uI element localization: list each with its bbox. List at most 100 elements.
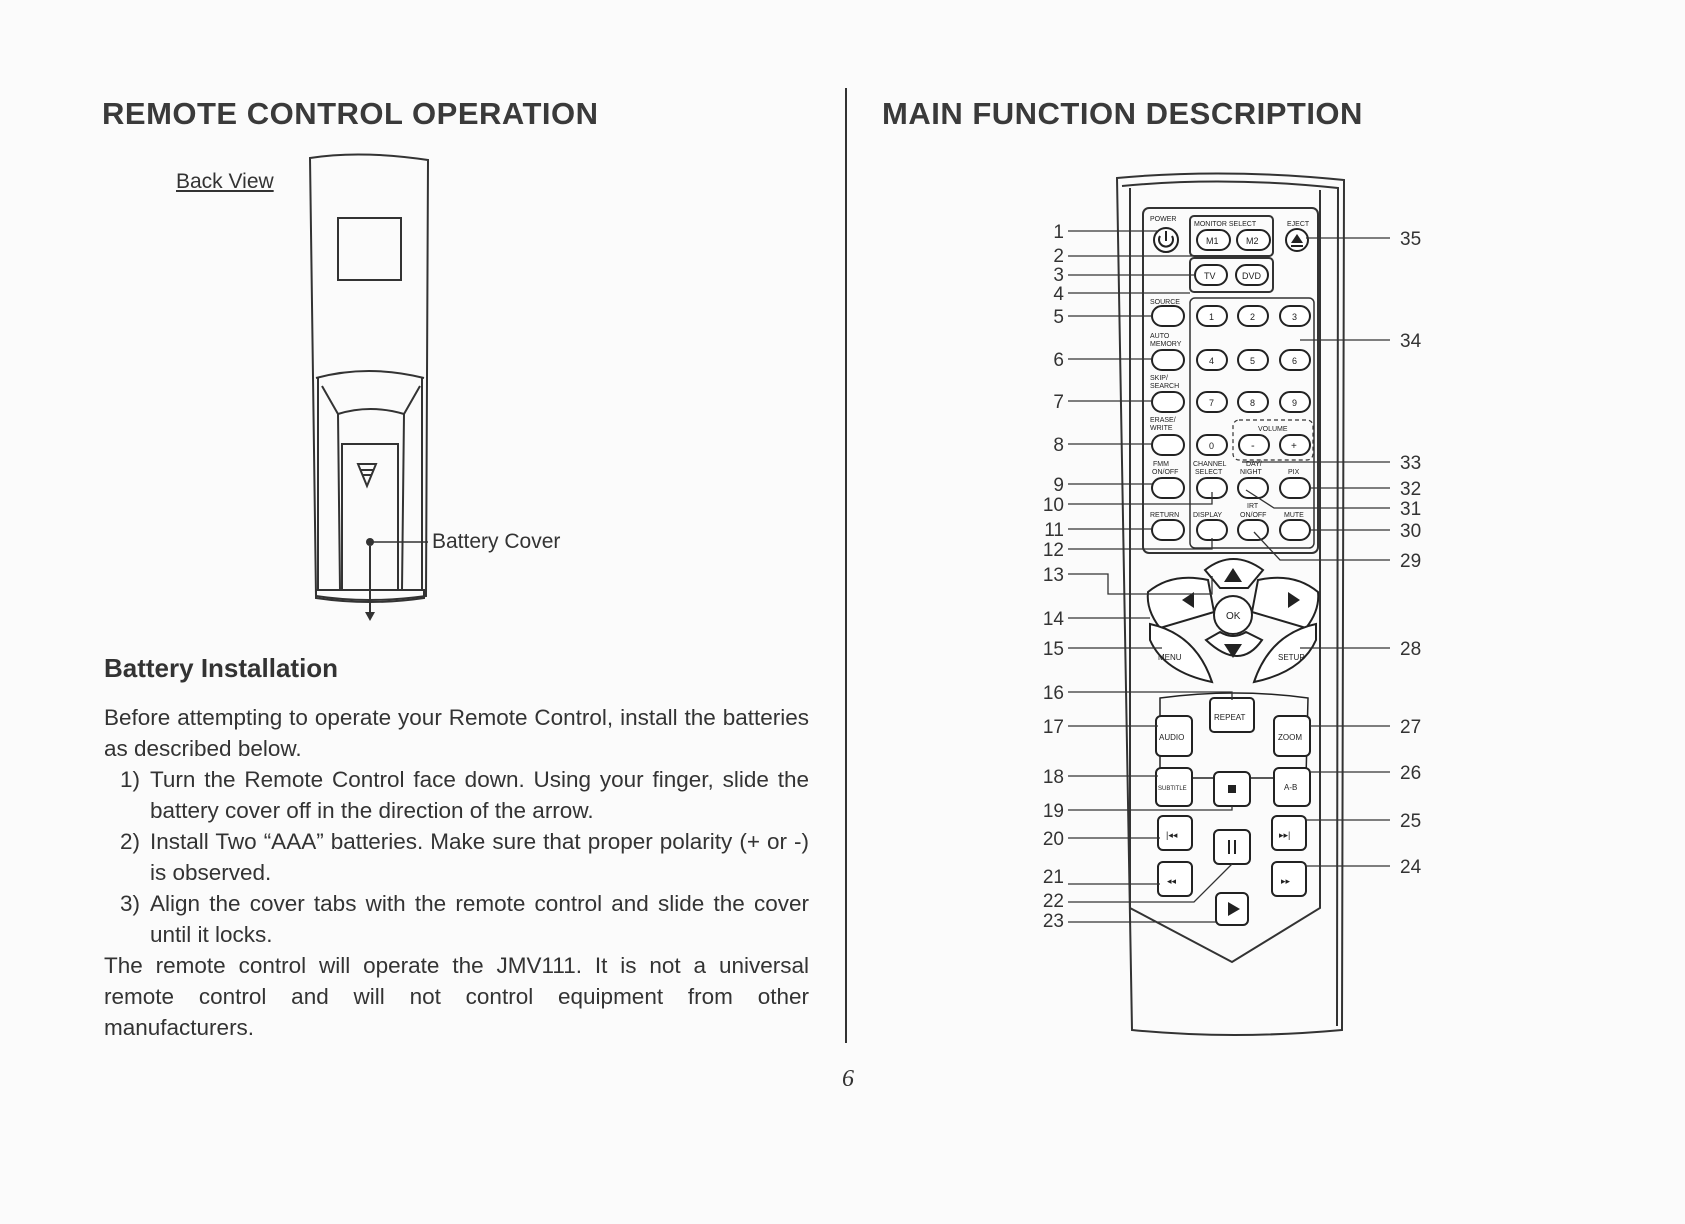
callout-32: 32	[1400, 479, 1421, 500]
audio-button[interactable]	[1155, 715, 1193, 757]
menu-button[interactable]	[1149, 622, 1214, 684]
ab-label: A-B	[1284, 783, 1297, 792]
fmm-button[interactable]	[1151, 477, 1185, 499]
zoom-button[interactable]	[1273, 715, 1311, 757]
ab-button[interactable]	[1273, 767, 1311, 807]
keypad: SOURCE AUTO MEMORY SKIP/ SEARCH ERASE/ W…	[1150, 297, 1315, 549]
callout-24: 24	[1400, 857, 1422, 878]
day-night-button[interactable]	[1237, 477, 1269, 499]
volume-up-button[interactable]	[1279, 434, 1311, 456]
battery-instructions: Before attempting to operate your Remote…	[104, 702, 809, 1043]
num-4-button[interactable]	[1196, 349, 1228, 371]
callout-28: 28	[1400, 639, 1421, 660]
callout-30: 30	[1400, 521, 1421, 542]
left-page-title: REMOTE CONTROL OPERATION	[102, 96, 599, 131]
volume-down-button[interactable]	[1238, 434, 1270, 456]
day-night-label-2: NIGHT	[1240, 469, 1263, 476]
remote-body	[1115, 172, 1346, 1036]
steps-list: 1)Turn the Remote Control face down. Usi…	[104, 764, 809, 950]
right-page-title: MAIN FUNCTION DESCRIPTION	[882, 96, 1363, 131]
num-0-button[interactable]	[1196, 434, 1228, 456]
num-2-button[interactable]	[1237, 305, 1269, 327]
callout-23: 23	[1043, 911, 1064, 932]
prev-icon: |◂◂	[1166, 830, 1178, 840]
num-8-button[interactable]	[1237, 391, 1269, 413]
zoom-label: ZOOM	[1278, 733, 1302, 742]
ok-button[interactable]	[1213, 595, 1253, 635]
step-number: 1)	[120, 767, 141, 792]
num-6-button[interactable]	[1279, 349, 1311, 371]
callout-8: 8	[1053, 435, 1064, 456]
source-button[interactable]	[1151, 305, 1185, 327]
left-button[interactable]	[1146, 576, 1216, 630]
channel-label-2: SELECT	[1195, 469, 1223, 476]
menu-label: MENU	[1158, 653, 1182, 662]
irt-onoff-button[interactable]	[1237, 519, 1269, 541]
callout-18: 18	[1043, 767, 1064, 788]
callout-19: 19	[1043, 801, 1064, 822]
top-buttons: POWER MONITOR SELECT M1 M2 EJECT TV DVD	[1150, 216, 1310, 286]
eject-label: EJECT	[1287, 221, 1310, 228]
fast-forward-button[interactable]	[1271, 861, 1307, 897]
display-button[interactable]	[1196, 519, 1228, 541]
navigation-cluster: OK MENU SETUP	[1146, 558, 1320, 684]
subtitle-button[interactable]	[1155, 767, 1193, 807]
auto-memory-label-2: MEMORY	[1150, 341, 1182, 348]
step-number: 2)	[120, 829, 141, 854]
num-3-button[interactable]	[1279, 305, 1311, 327]
erase-write-button[interactable]	[1151, 434, 1185, 456]
setup-button[interactable]	[1252, 622, 1317, 684]
callout-10: 10	[1043, 495, 1064, 516]
callout-leader-lines	[1068, 230, 1233, 923]
auto-memory-button[interactable]	[1151, 349, 1185, 371]
callout-17: 17	[1043, 717, 1064, 738]
callout-16: 16	[1043, 683, 1064, 704]
play-icon	[1228, 902, 1240, 916]
next-icon: ▸▸|	[1279, 830, 1290, 840]
mute-button[interactable]	[1279, 519, 1311, 541]
callout-leader-lines-right	[1242, 237, 1390, 867]
callout-9: 9	[1053, 475, 1064, 496]
num-3-label: 3	[1292, 312, 1297, 322]
callout-11: 11	[1044, 520, 1064, 541]
callout-6: 6	[1053, 350, 1064, 371]
callout-22: 22	[1043, 891, 1064, 912]
closing-text: The remote control will operate the JMV1…	[104, 953, 809, 1040]
prev-button[interactable]	[1157, 815, 1193, 851]
dvd-button[interactable]	[1235, 264, 1269, 286]
num-4-label: 4	[1209, 356, 1214, 366]
eject-icon[interactable]	[1285, 228, 1309, 252]
callout-7: 7	[1053, 392, 1064, 413]
num-9-label: 9	[1292, 398, 1297, 408]
erase-write-label-2: WRITE	[1150, 425, 1173, 432]
callout-5: 5	[1053, 307, 1064, 328]
right-button[interactable]	[1250, 576, 1320, 630]
down-button[interactable]	[1204, 630, 1264, 657]
callout-13: 13	[1043, 565, 1064, 586]
m2-button[interactable]	[1236, 229, 1271, 251]
rewind-button[interactable]	[1157, 861, 1193, 897]
step-item: 1)Turn the Remote Control face down. Usi…	[104, 764, 809, 826]
num-7-button[interactable]	[1196, 391, 1228, 413]
fmm-label-2: ON/OFF	[1152, 469, 1178, 476]
page-number: 6	[842, 1066, 854, 1092]
audio-label: AUDIO	[1159, 733, 1184, 742]
pause-button[interactable]	[1213, 829, 1251, 865]
fast-forward-icon: ▸▸	[1281, 876, 1291, 886]
return-label: RETURN	[1150, 512, 1179, 519]
num-1-button[interactable]	[1196, 305, 1228, 327]
m1-button[interactable]	[1196, 229, 1231, 251]
next-button[interactable]	[1271, 815, 1307, 851]
skip-search-button[interactable]	[1151, 391, 1185, 413]
num-2-label: 2	[1250, 312, 1255, 322]
return-button[interactable]	[1151, 519, 1185, 541]
callout-14: 14	[1043, 609, 1065, 630]
tv-label: TV	[1204, 271, 1216, 281]
num-6-label: 6	[1292, 356, 1297, 366]
callout-12: 12	[1043, 540, 1064, 561]
num-9-button[interactable]	[1279, 391, 1311, 413]
pix-button[interactable]	[1279, 477, 1311, 499]
power-icon[interactable]	[1153, 227, 1179, 253]
num-5-button[interactable]	[1237, 349, 1269, 371]
step-item: 3)Align the cover tabs with the remote c…	[104, 888, 809, 950]
